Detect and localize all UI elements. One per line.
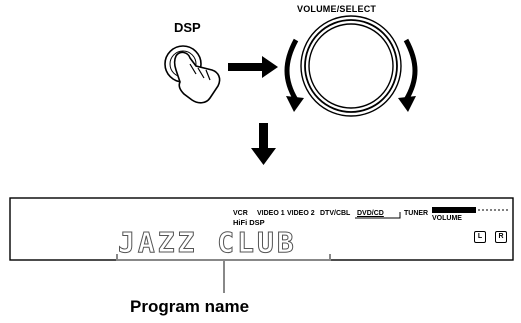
volume-level-indicator bbox=[432, 207, 508, 213]
source-video2: VIDEO 2 bbox=[287, 210, 315, 217]
rotate-left-arrow-icon bbox=[284, 38, 304, 112]
rotate-right-arrow-icon bbox=[398, 38, 418, 112]
source-tuner: TUNER bbox=[404, 210, 429, 217]
program-name-label: Program name bbox=[130, 297, 250, 316]
source-vcr: VCR bbox=[233, 210, 248, 217]
program-name-callout bbox=[116, 254, 331, 293]
left-channel-indicator: L bbox=[474, 231, 486, 243]
front-panel-display bbox=[9, 197, 514, 261]
source-dtv-cbl: DTV/CBL bbox=[320, 210, 351, 217]
volume-indicator-label: VOLUME bbox=[432, 215, 462, 222]
program-name-display: JAZZ CLUB bbox=[118, 226, 297, 260]
right-channel-indicator: R bbox=[495, 231, 507, 243]
hifi-dsp-indicator: HiFi DSP bbox=[233, 218, 265, 227]
volume-select-knob[interactable] bbox=[300, 15, 402, 117]
volume-select-label: VOLUME/SELECT bbox=[297, 4, 377, 14]
dsp-label: DSP bbox=[174, 20, 201, 35]
down-arrow-icon bbox=[251, 123, 276, 165]
source-dvd-cd: DVD/CD bbox=[357, 210, 384, 217]
pressing-hand-icon bbox=[173, 51, 221, 104]
source-video1: VIDEO 1 bbox=[257, 210, 285, 217]
right-arrow-icon bbox=[228, 56, 278, 78]
source-selection-bracket bbox=[355, 212, 401, 219]
